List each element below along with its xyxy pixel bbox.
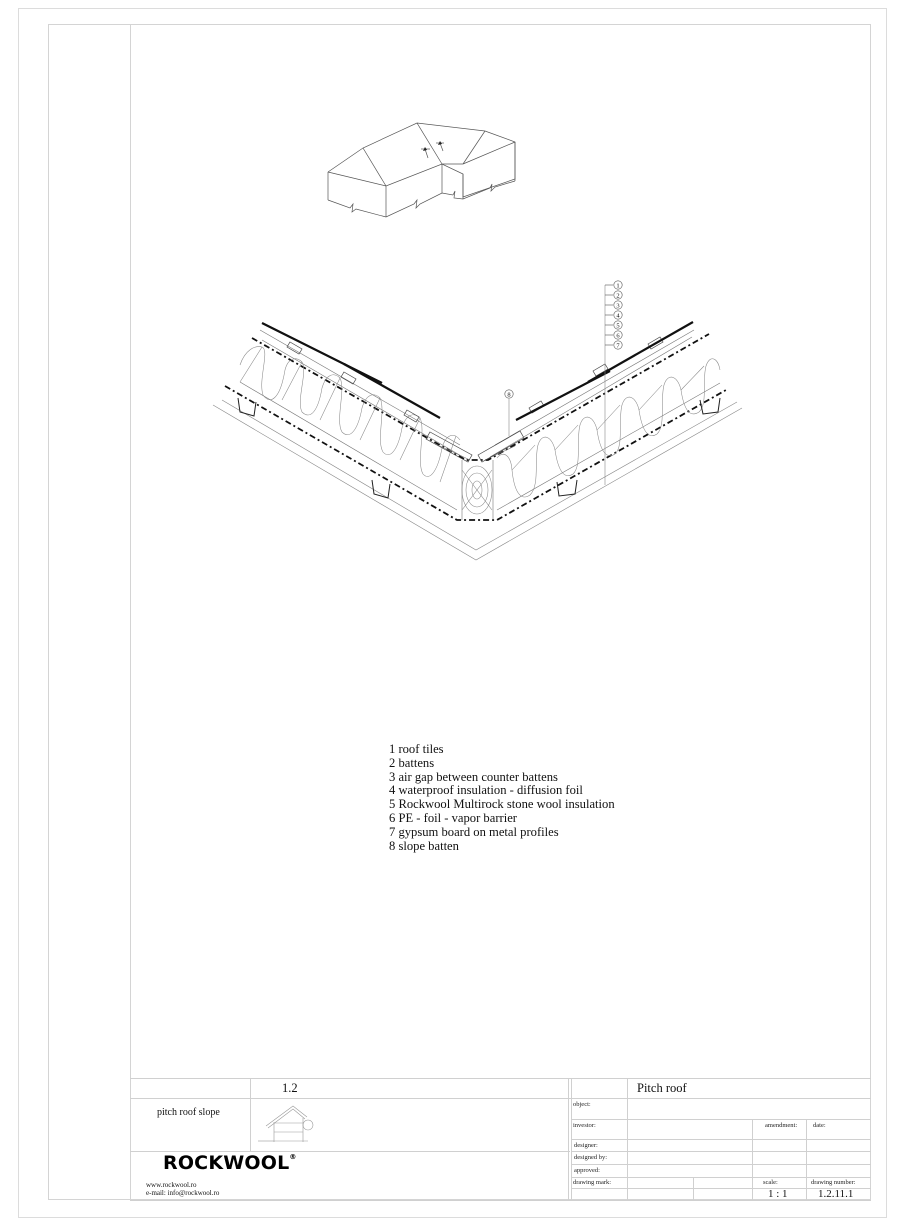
callout-8: 8 <box>507 392 510 399</box>
legend-item: 5 Rockwool Multirock stone wool insulati… <box>389 797 615 812</box>
legend-item: 7 gypsum board on metal profiles <box>389 824 559 839</box>
sheet-inner-border <box>48 24 871 1200</box>
object-label: object: <box>573 1101 591 1108</box>
scale-value: 1 : 1 <box>768 1188 788 1200</box>
designed-by-label: designed by: <box>574 1154 608 1161</box>
house-section-thumbnail-icon <box>258 1105 314 1142</box>
section-number: 1.2 <box>282 1081 298 1095</box>
callout-5: 5 <box>616 323 619 330</box>
legend-item: 6 PE - foil - vapor barrier <box>389 810 517 825</box>
callout-markers <box>504 280 623 399</box>
website-link[interactable]: www.rockwool.ro <box>146 1181 197 1189</box>
investor-label: investor: <box>573 1122 596 1129</box>
scale-label: scale: <box>763 1179 778 1186</box>
detail-name: pitch roof slope <box>157 1107 220 1118</box>
sheet-outer-border <box>18 8 887 1218</box>
legend-item: 2 battens <box>389 755 435 770</box>
rockwool-logo: ROCKWOOL® <box>163 1152 297 1174</box>
callout-1: 1 <box>616 283 619 290</box>
material-legend: 1 roof tiles 2 battens 3 air gap between… <box>389 742 615 853</box>
callout-3: 3 <box>616 303 619 310</box>
isometric-house-key-plan <box>327 122 516 218</box>
callout-4: 4 <box>616 313 620 320</box>
callout-6: 6 <box>616 333 620 340</box>
amendment-label: amendment: <box>765 1122 798 1129</box>
callout-2: 2 <box>616 293 619 300</box>
legend-item: 3 air gap between counter battens <box>389 769 558 784</box>
valley-section <box>212 285 743 561</box>
drawing-title: Pitch roof <box>637 1081 687 1095</box>
drawing-mark-label: drawing mark: <box>573 1179 612 1186</box>
drawing-number-value: 1.2.11.1 <box>818 1188 854 1200</box>
legend-item: 4 waterproof insulation - diffusion foil <box>389 783 583 798</box>
designer-label: designer: <box>574 1142 598 1149</box>
callout-7: 7 <box>616 343 620 350</box>
email-link[interactable]: e-mail: info@rockwool.ro <box>146 1189 220 1197</box>
date-label: date: <box>813 1122 826 1129</box>
legend-item: 8 slope batten <box>389 838 459 853</box>
drawing-number-label: drawing number: <box>811 1179 856 1186</box>
legend-item: 1 roof tiles <box>389 742 444 756</box>
binding-margin-line <box>130 24 131 1200</box>
approved-label: approved: <box>574 1167 600 1174</box>
